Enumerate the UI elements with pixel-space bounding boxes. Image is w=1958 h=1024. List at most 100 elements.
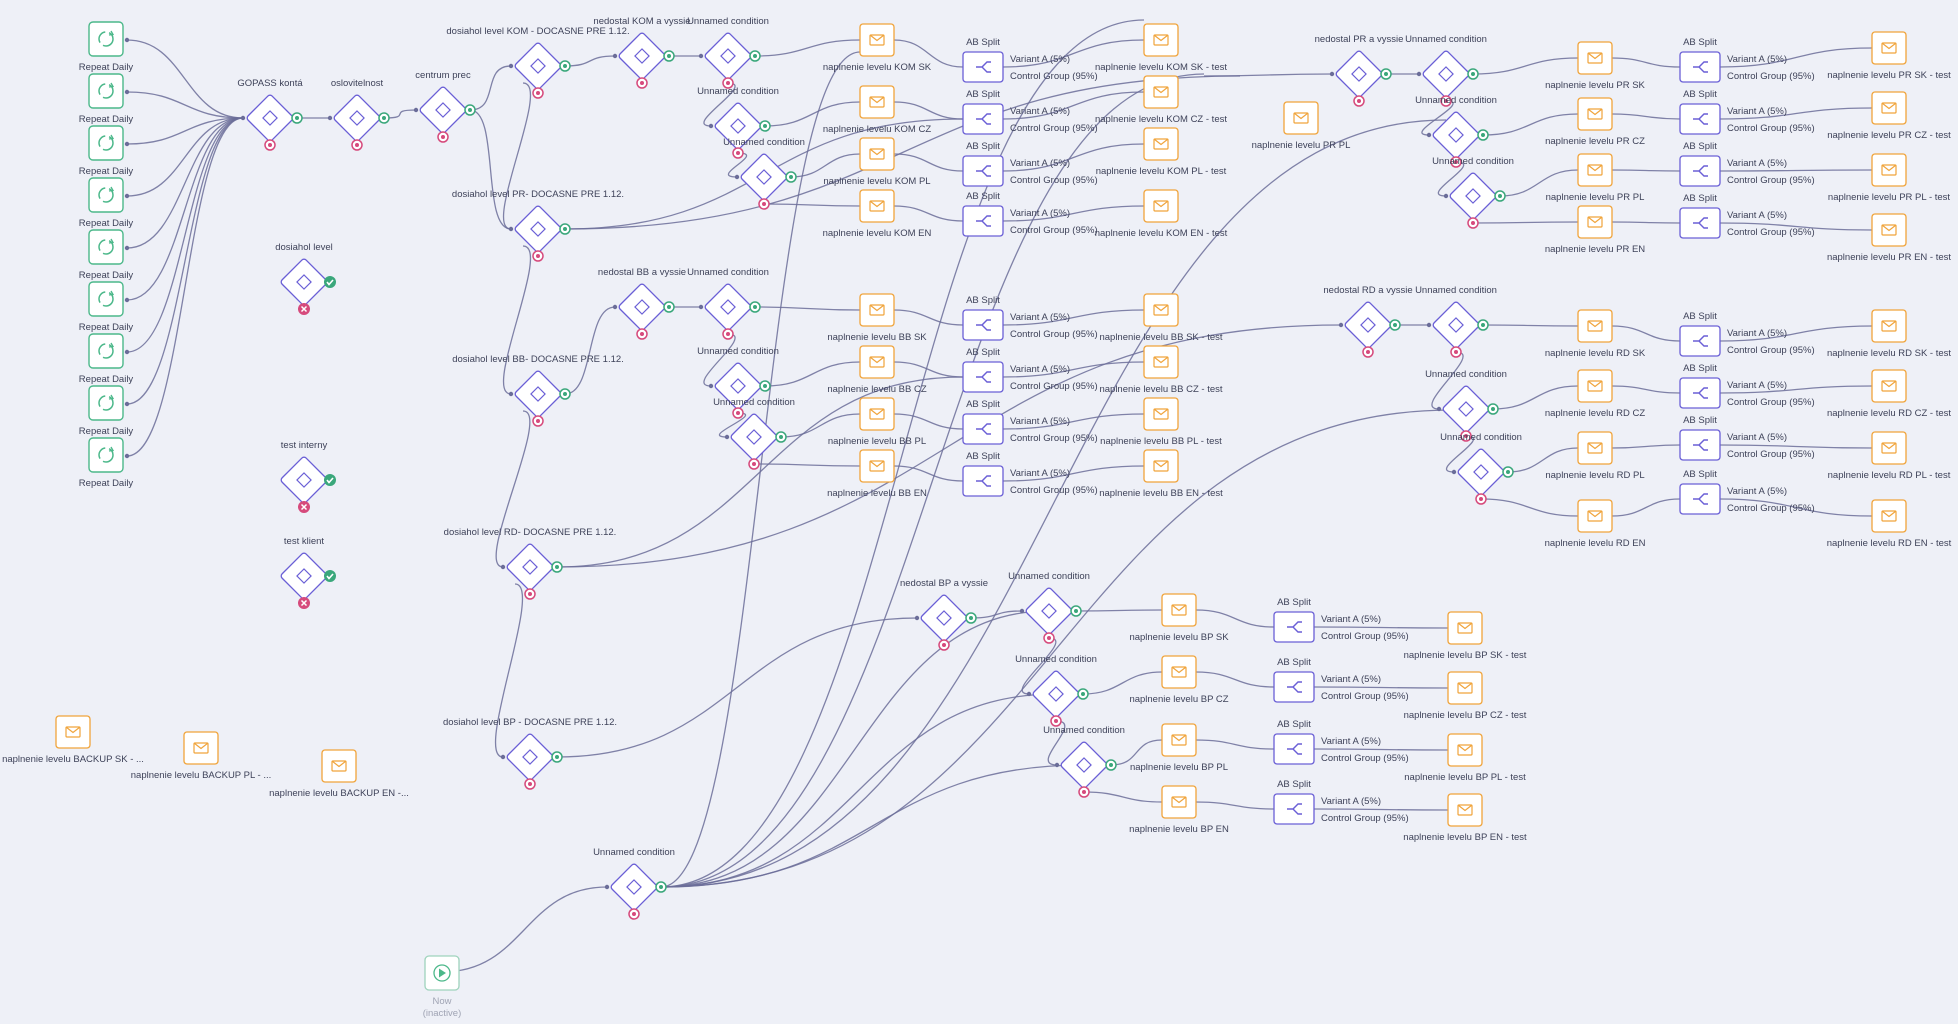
repeat-daily-trigger[interactable]: Repeat Daily (79, 125, 134, 177)
email-node-t_rd_sk[interactable]: naplnenie levelu RD SK - test (1827, 309, 1951, 359)
email-node-t_bb_cz[interactable]: naplnenie levelu BB CZ - test (1099, 345, 1223, 395)
email-node-t_kom_pl[interactable]: naplnenie levelu KOM PL - test (1096, 127, 1227, 177)
email-node-e_pr_pl[interactable]: naplnenie levelu PR PL (1546, 153, 1645, 203)
condition-node-tklient[interactable]: test klient (280, 536, 336, 609)
email-node-e_rd_en[interactable]: naplnenie levelu RD EN (1545, 499, 1646, 549)
email-node-t_bp_pl[interactable]: naplnenie levelu BP PL - test (1404, 733, 1526, 783)
condition-node-urd3[interactable]: Unnamed condition (1440, 432, 1522, 505)
email-node-t_kom_sk[interactable]: naplnenie levelu KOM SK - test (1095, 23, 1227, 73)
email-node-e_pr_cz[interactable]: naplnenie levelu PR CZ (1545, 97, 1645, 147)
email-node-e_pr_sk[interactable]: naplnenie levelu PR SK (1545, 41, 1646, 91)
email-node-e_rd_sk[interactable]: naplnenie levelu RD SK (1545, 309, 1646, 359)
repeat-daily-trigger[interactable]: Repeat Daily (79, 437, 134, 489)
condition-node-npr[interactable]: nedostal PR a vyssie (1315, 34, 1404, 107)
email-node-e_bp_cz[interactable]: naplnenie levelu BP CZ (1129, 655, 1229, 705)
condition-node-nkom[interactable]: nedostal KOM a vyssie (593, 16, 691, 89)
condition-node-tinterny[interactable]: test interny (280, 440, 336, 513)
condition-node-nrd[interactable]: nedostal RD a vyssie (1323, 285, 1413, 358)
condition-node-upr3[interactable]: Unnamed condition (1432, 156, 1514, 229)
condition-node-nbp[interactable]: nedostal BP a vyssie (900, 578, 988, 651)
email-node-t_pr_en[interactable]: naplnenie levelu PR EN - test (1827, 213, 1951, 263)
email-node-t_bp_cz[interactable]: naplnenie levelu BP CZ - test (1404, 671, 1527, 721)
condition-node-ubb3[interactable]: Unnamed condition (713, 397, 795, 470)
email-node-b_sk[interactable]: naplnenie levelu BACKUP SK - ... (2, 715, 144, 765)
email-node-e_bp_pl[interactable]: naplnenie levelu BP PL (1130, 723, 1228, 773)
email-node-t_kom_en[interactable]: naplnenie levelu KOM EN - test (1095, 189, 1228, 239)
condition-node-ubp3[interactable]: Unnamed condition (1043, 725, 1125, 798)
email-node-t_bb_en[interactable]: naplnenie levelu BB EN - test (1099, 449, 1223, 499)
repeat-daily-trigger[interactable]: Repeat Daily (79, 385, 134, 437)
email-node-t_rd_cz[interactable]: naplnenie levelu RD CZ - test (1827, 369, 1951, 419)
email-node-e_bb_cz[interactable]: naplnenie levelu BB CZ (827, 345, 927, 395)
condition-node-centrum[interactable]: centrum prec (413, 70, 471, 143)
condition-node-gopass[interactable]: GOPASS kontá (237, 78, 303, 151)
condition-node-urd2[interactable]: Unnamed condition (1425, 369, 1507, 442)
email-node-b_en[interactable]: naplnenie levelu BACKUP EN -... (269, 749, 409, 799)
email-node-t_pr_cz[interactable]: naplnenie levelu PR CZ - test (1827, 91, 1951, 141)
repeat-daily-trigger[interactable]: Repeat Daily (79, 229, 134, 281)
email-node-e_kom_cz[interactable]: naplnenie levelu KOM CZ (823, 85, 931, 135)
condition-node-drd[interactable]: dosiahol level RD- DOCASNE PRE 1.12. (444, 527, 617, 600)
email-node-t_bb_pl[interactable]: naplnenie levelu BB PL - test (1100, 397, 1222, 447)
email-node-e_bb_sk[interactable]: naplnenie levelu BB SK (827, 293, 927, 343)
email-node-e_pr_pl_solo[interactable]: naplnenie levelu PR PL (1252, 101, 1351, 151)
repeat-daily-trigger[interactable]: Repeat Daily (79, 21, 134, 73)
repeat-daily-trigger[interactable]: Repeat Daily (79, 333, 134, 385)
email-node-e_bp_en[interactable]: naplnenie levelu BP EN (1129, 785, 1229, 835)
now-trigger-inactive[interactable]: Now(inactive) (423, 955, 462, 1019)
email-node-e_bb_en[interactable]: naplnenie levelu BB EN (827, 449, 927, 499)
email-node-t_pr_sk[interactable]: naplnenie levelu PR SK - test (1827, 31, 1951, 81)
email-node-t_bp_sk[interactable]: naplnenie levelu BP SK - test (1404, 611, 1527, 661)
condition-node-ubp1[interactable]: Unnamed condition (1008, 571, 1090, 644)
repeat-daily-trigger[interactable]: Repeat Daily (79, 281, 134, 333)
email-node-e_bb_pl[interactable]: naplnenie levelu BB PL (828, 397, 926, 447)
email-node-e_rd_cz[interactable]: naplnenie levelu RD CZ (1545, 369, 1646, 419)
condition-node-upr2[interactable]: Unnamed condition (1415, 95, 1497, 168)
condition-node-ubb2[interactable]: Unnamed condition (697, 346, 779, 419)
condition-node-dbp[interactable]: dosiahol level BP - DOCASNE PRE 1.12. (443, 717, 617, 790)
condition-node-ubottom[interactable]: Unnamed condition (593, 847, 675, 920)
email-node-e_kom_en[interactable]: naplnenie levelu KOM EN (823, 189, 932, 239)
email-node-t_rd_en[interactable]: naplnenie levelu RD EN - test (1827, 499, 1952, 549)
condition-node-ubb1[interactable]: Unnamed condition (687, 267, 769, 340)
condition-node-upr1[interactable]: Unnamed condition (1405, 34, 1487, 107)
email-node-t_rd_pl[interactable]: naplnenie levelu RD PL - test (1828, 431, 1951, 481)
condition-node-dbb[interactable]: dosiahol level BB- DOCASNE PRE 1.12. (452, 354, 624, 427)
email-node-b_pl[interactable]: naplnenie levelu BACKUP PL - ... (131, 731, 271, 781)
condition-node-ukom2[interactable]: Unnamed condition (697, 86, 779, 159)
condition-node-ukom3[interactable]: Unnamed condition (723, 137, 805, 210)
condition-node-dlevel[interactable]: dosiahol level (275, 242, 336, 315)
email-node-e_kom_sk[interactable]: naplnenie levelu KOM SK (823, 23, 932, 73)
email-node-t_pr_pl[interactable]: naplnenie levelu PR PL - test (1828, 153, 1951, 203)
condition-node-dkom[interactable]: dosiahol level KOM - DOCASNE PRE 1.12. (446, 26, 630, 99)
repeat-daily-trigger[interactable]: Repeat Daily (79, 177, 134, 229)
email-node-e_pr_en[interactable]: naplnenie levelu PR EN (1545, 205, 1645, 255)
condition-node-urd1[interactable]: Unnamed condition (1415, 285, 1497, 358)
email-node-t_bb_sk[interactable]: naplnenie levelu BB SK - test (1099, 293, 1223, 343)
condition-node-dpr[interactable]: dosiahol level PR- DOCASNE PRE 1.12. (452, 189, 624, 262)
email-node-t_bp_en[interactable]: naplnenie levelu BP EN - test (1403, 793, 1527, 843)
condition-node-ukom1[interactable]: Unnamed condition (687, 16, 769, 89)
email-node-e_bp_sk[interactable]: naplnenie levelu BP SK (1129, 593, 1229, 643)
condition-node-oslov[interactable]: oslovitelnost (327, 78, 384, 151)
